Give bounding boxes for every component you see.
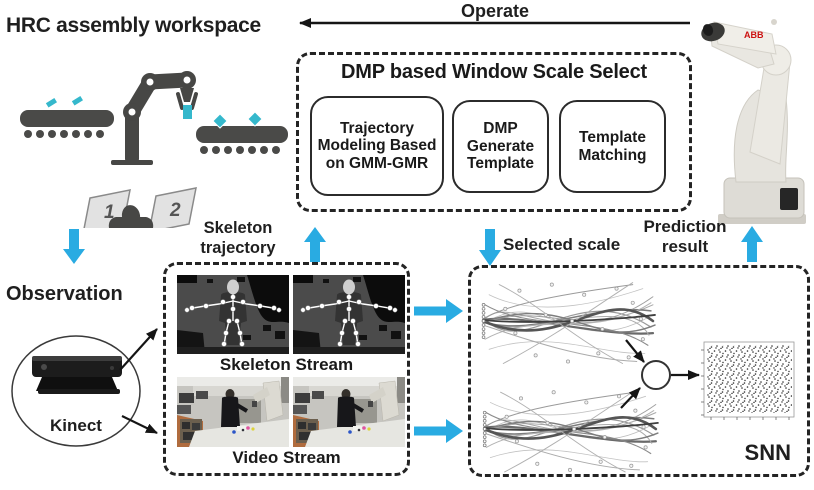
station-2-number: 2 [169, 200, 181, 221]
snn-box: SNN [468, 265, 810, 477]
kinect-device-image [11, 335, 141, 447]
conveyor-left-icon [20, 94, 114, 138]
stream-box: Skeleton Stream Video Stream [163, 262, 410, 476]
arrow-snn-to-robot [741, 226, 763, 262]
worker-figure-icon [108, 205, 154, 228]
dmp-module-box: DMP based Window Scale Select [296, 52, 692, 212]
kinect-label: Kinect [50, 416, 102, 435]
snn-output-group [620, 339, 795, 420]
observation-label: Observation [6, 283, 123, 305]
hrc-workspace-illustration: 1 2 [20, 71, 288, 228]
arrow-trajectory-to-dmp [304, 227, 326, 262]
abb-robot-image: ABB [701, 19, 806, 224]
dmp-step-generate-template: DMP Generate Template [452, 100, 549, 193]
arrow-neuron-in-bottom [620, 387, 641, 409]
snn-output-neuron [641, 360, 671, 390]
dmp-step-trajectory-modeling: Trajectory Modeling Based on GMM-GMR [310, 96, 444, 196]
skeleton-stream-frame-1 [177, 275, 289, 354]
abb-logo: ABB [744, 30, 764, 40]
video-stream-frame-1 [177, 377, 289, 447]
page-title: HRC assembly workspace [6, 14, 261, 37]
assembly-robot-arm-icon [111, 71, 198, 165]
arrow-video-to-snn [414, 419, 463, 443]
arrow-skeleton-to-snn [414, 299, 463, 323]
selected-scale-label: Selected scale [503, 235, 621, 254]
video-stream-frame-2 [293, 377, 405, 447]
arrow-workspace-to-observation [63, 229, 85, 264]
station-1-number: 1 [104, 202, 115, 223]
prediction-result-label: Prediction result [643, 217, 727, 257]
dmp-step-template-matching: Template Matching [559, 100, 666, 193]
operate-label: Operate [460, 1, 530, 21]
kinect-group: Kinect [8, 334, 144, 450]
arrow-neuron-in-top [625, 339, 645, 363]
station-panel-2: 2 [149, 187, 197, 228]
skeleton-stream-label: Skeleton Stream [219, 355, 354, 374]
kinect-ellipse [11, 335, 141, 447]
skeleton-trajectory-label: Skeleton trajectory [200, 219, 276, 257]
arrow-dmp-to-snn [479, 229, 501, 266]
skeleton-stream-frame-2 [293, 275, 405, 354]
dmp-module-title: DMP based Window Scale Select [341, 61, 647, 83]
video-stream-label: Video Stream [232, 448, 341, 467]
conveyor-right-icon [196, 111, 288, 154]
snn-label: SNN [744, 440, 791, 465]
snn-spike-raster [701, 341, 795, 420]
